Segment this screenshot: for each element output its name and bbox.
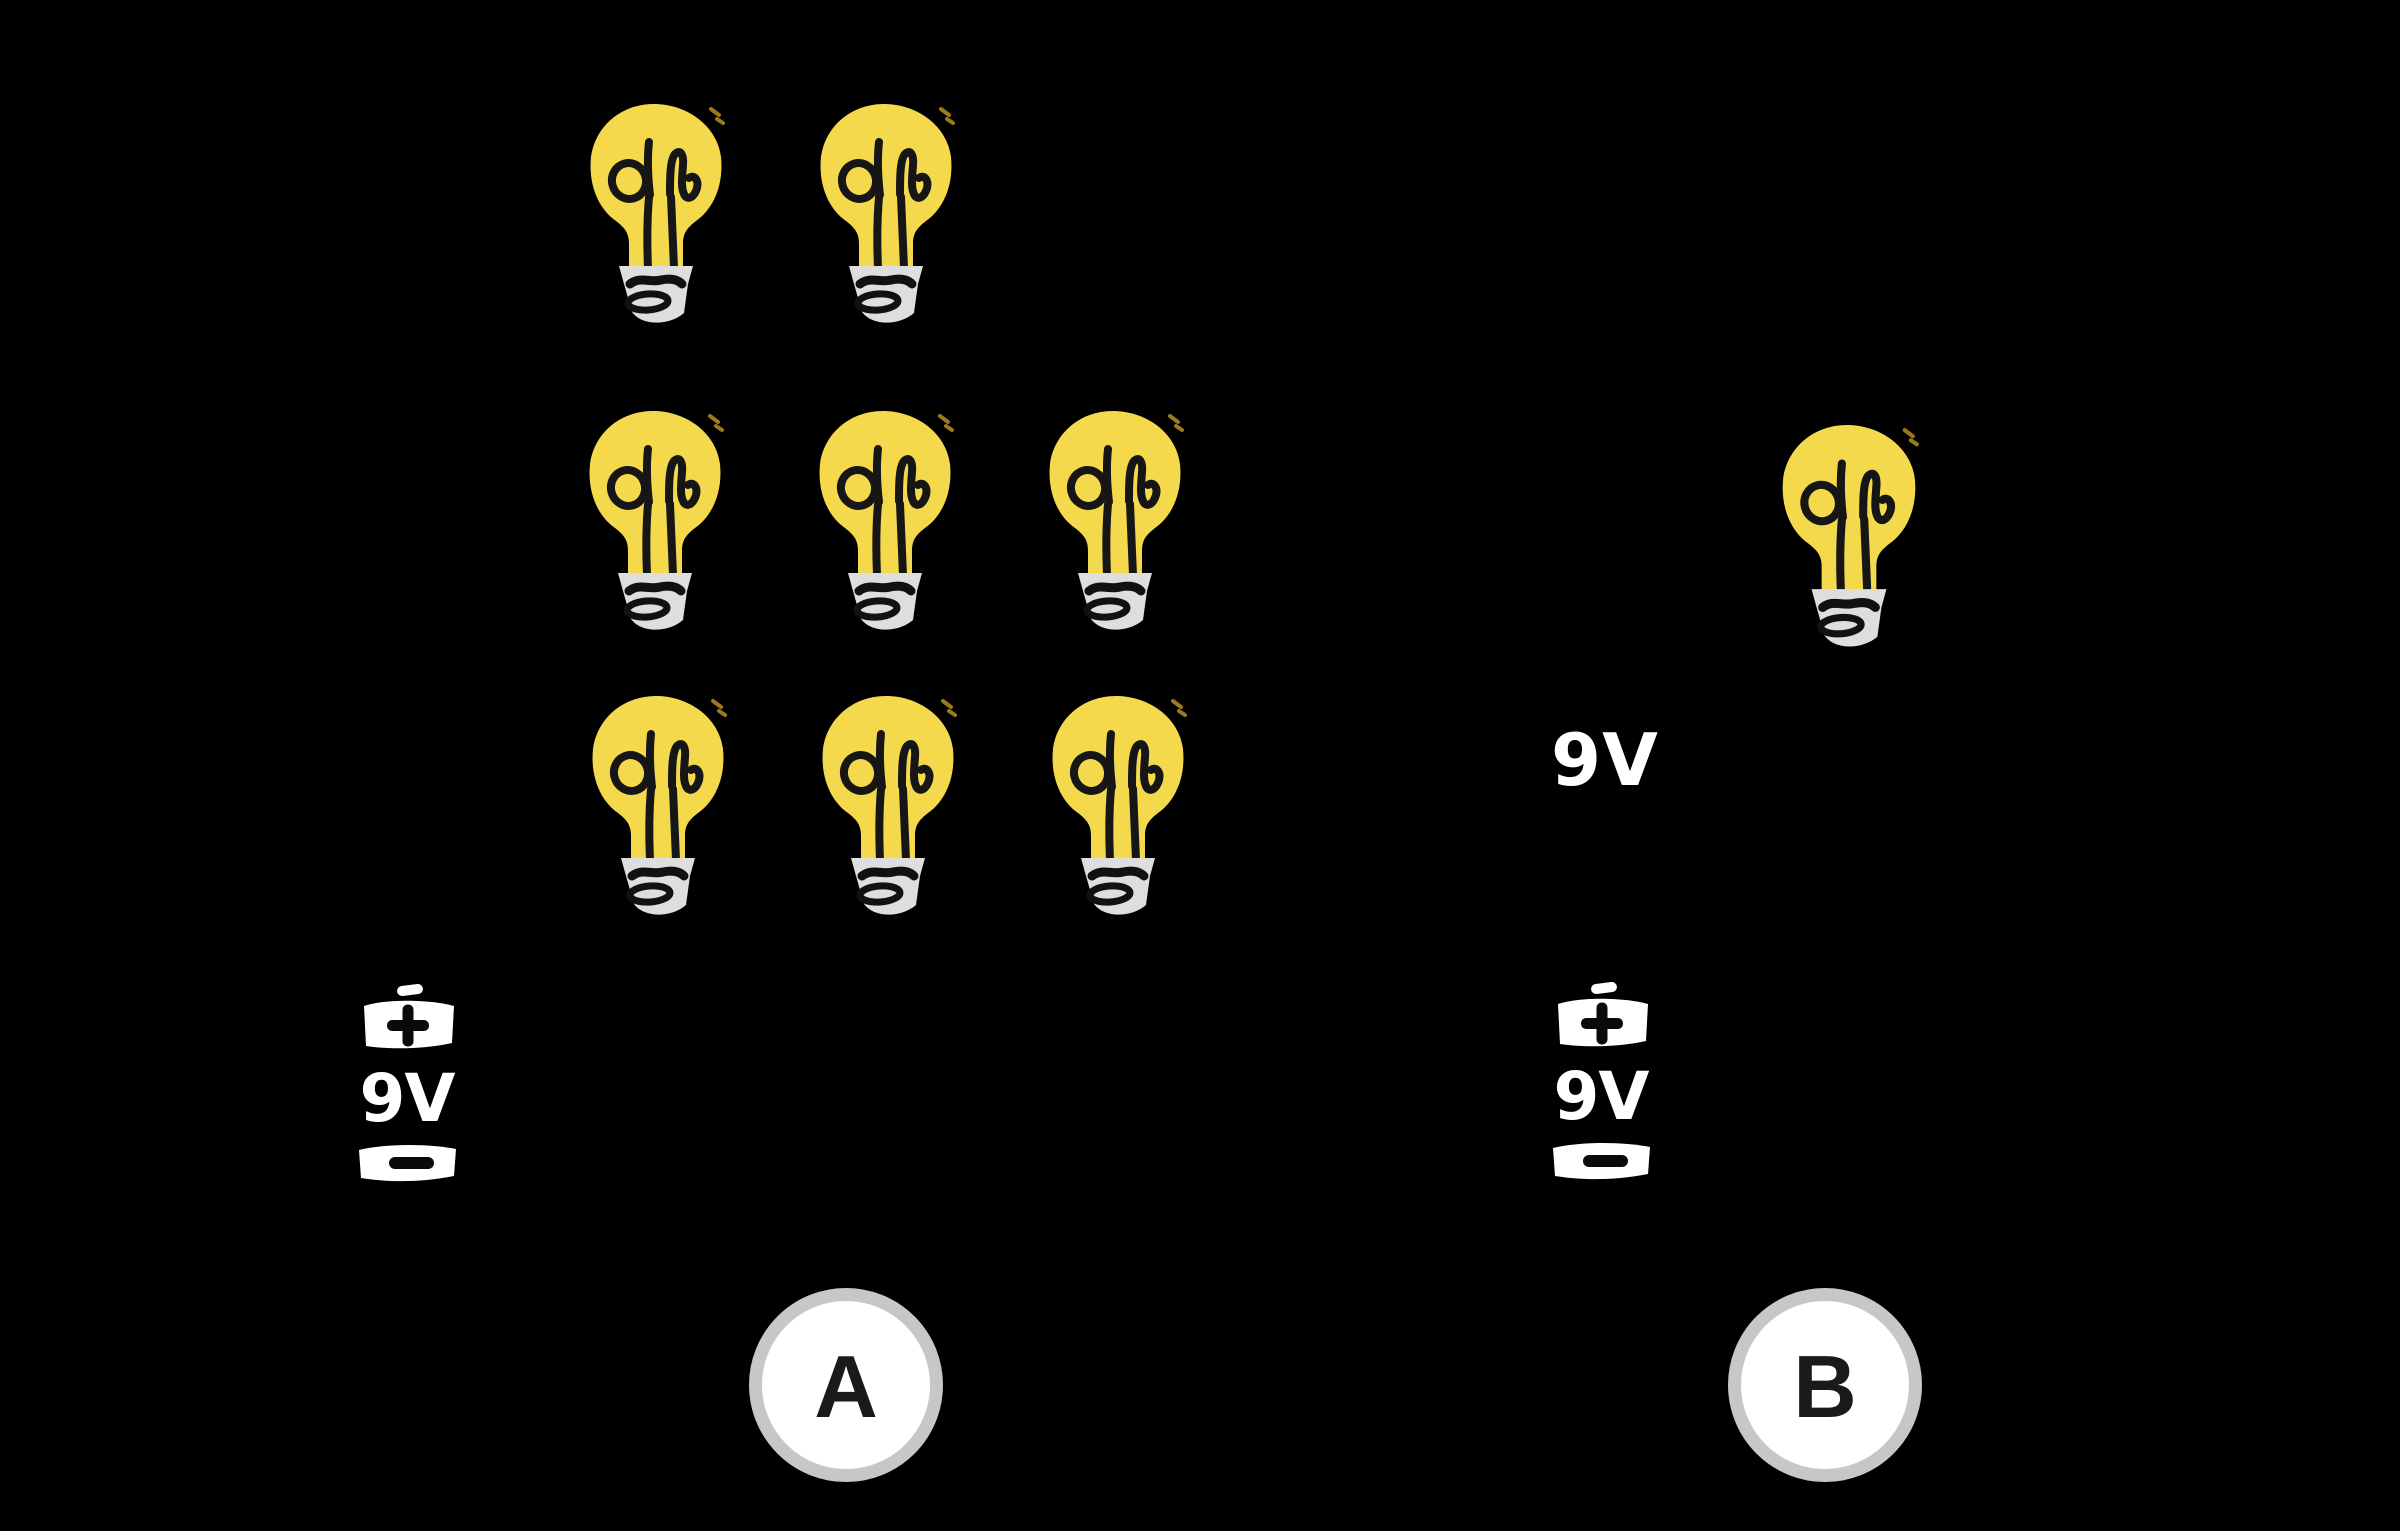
plus-icon xyxy=(1581,1002,1623,1045)
node-a-label: A xyxy=(814,1337,878,1436)
light-bulb-icon xyxy=(1778,421,1920,654)
minus-icon xyxy=(1583,1155,1628,1167)
node-b-badge: B xyxy=(1728,1288,1922,1482)
battery-a-icon: 9V xyxy=(359,984,456,1182)
battery-b-icon: 9V xyxy=(1553,982,1650,1180)
node-b-label: B xyxy=(1793,1337,1857,1436)
battery-voltage-label: 9V xyxy=(1553,1058,1649,1135)
minus-icon xyxy=(389,1157,434,1169)
battery-terminal-tick xyxy=(397,984,423,996)
plus-icon xyxy=(387,1004,429,1047)
battery-voltage-label: 9V xyxy=(359,1060,455,1137)
battery-terminal-tick xyxy=(1591,982,1617,994)
circuit-b-voltage-label: 9V xyxy=(1551,718,1659,802)
